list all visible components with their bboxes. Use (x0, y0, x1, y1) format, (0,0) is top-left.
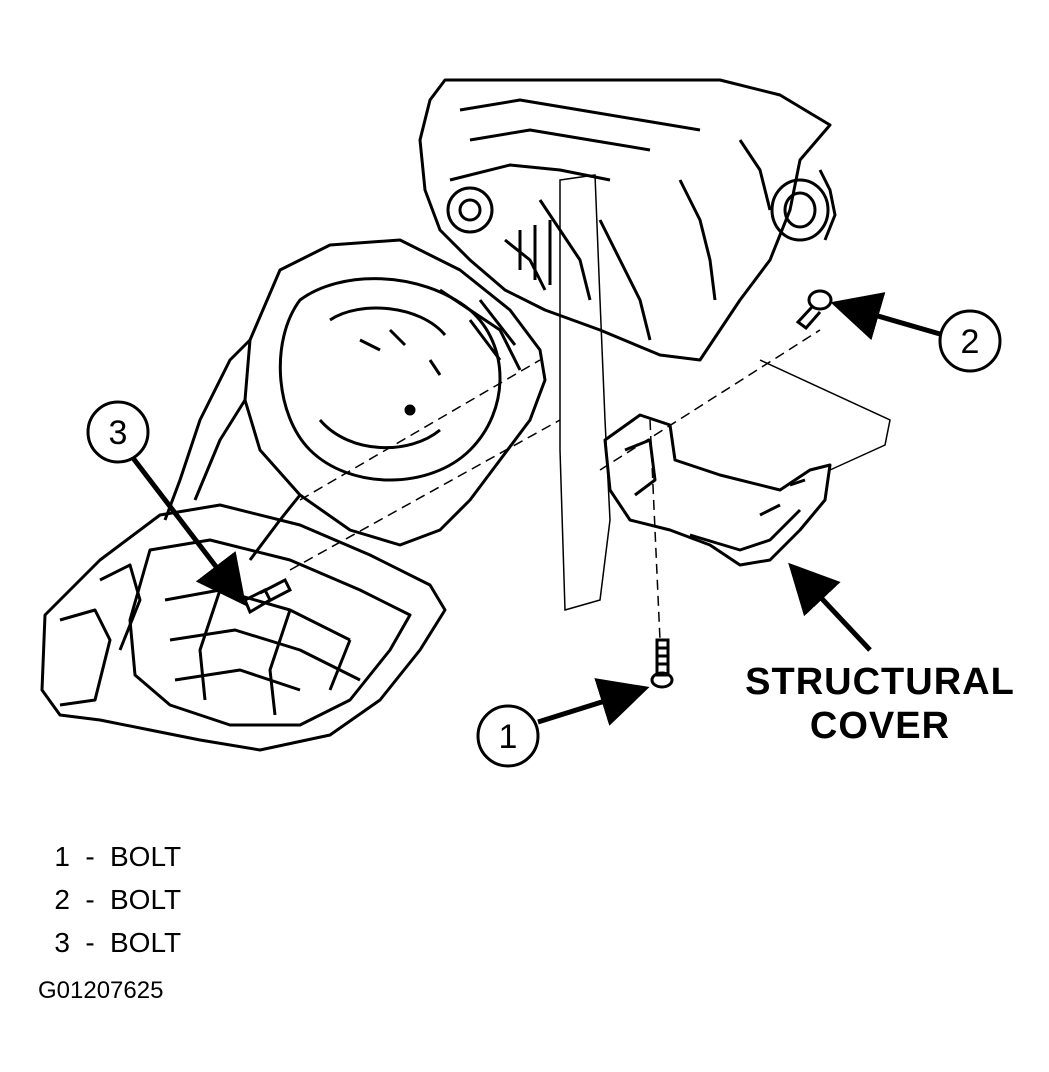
structural-cover-arrow (788, 562, 872, 652)
callout-1-number: 1 (499, 718, 518, 756)
callout-2: 2 (830, 292, 1002, 373)
legend-item: 1-BOLT (40, 835, 181, 878)
legend-item-text: BOLT (110, 884, 182, 915)
reference-lines (289, 174, 891, 641)
structural-cover-label-line2: COVER (809, 705, 951, 747)
bolt-1-drawing (650, 638, 674, 689)
structural-cover-label-line1: STRUCTURAL (745, 661, 1015, 703)
legend: 1-BOLT 2-BOLT 3-BOLT (40, 835, 181, 964)
legend-item: 3-BOLT (40, 921, 181, 964)
legend-item-text: BOLT (110, 927, 182, 958)
legend-item-separator: - (85, 841, 95, 872)
legend-item-separator: - (85, 884, 95, 915)
callout-3: 3 (86, 400, 247, 606)
legend-item-separator: - (85, 927, 95, 958)
exploded-view-diagram: 1 2 3 (40, 78, 1002, 768)
callout-2-number: 2 (961, 323, 980, 361)
figure-id: G01207625 (38, 977, 164, 1004)
bolt-2-drawing (795, 289, 833, 331)
oil-pan-drawing (40, 503, 447, 752)
bolt-3-drawing (243, 577, 293, 615)
legend-item-number: 3 (54, 927, 70, 958)
transmission-drawing (163, 238, 547, 561)
callout-1: 1 (476, 678, 650, 768)
legend-item: 2-BOLT (40, 878, 181, 921)
legend-item-number: 2 (54, 884, 70, 915)
legend-item-text: BOLT (110, 841, 182, 872)
engine-block-drawing (418, 78, 837, 362)
structural-cover-drawing (603, 413, 832, 567)
legend-item-number: 1 (54, 841, 70, 872)
structural-cover-label: STRUCTURAL COVER (700, 660, 1049, 748)
callout-3-number: 3 (109, 414, 128, 452)
